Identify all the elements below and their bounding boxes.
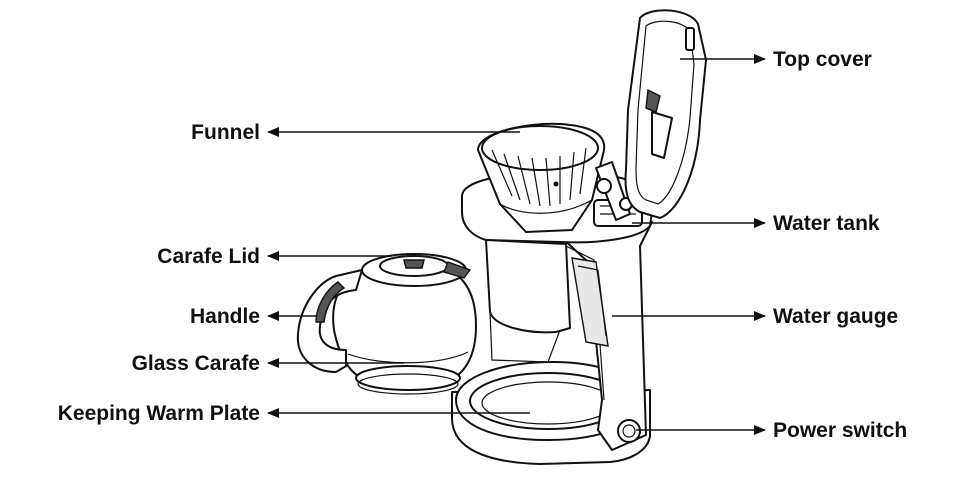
label-handle: Handle — [190, 305, 260, 328]
water-gauge-window — [571, 257, 609, 347]
top-cover — [624, 9, 707, 219]
power-switch — [617, 419, 641, 443]
label-water-gauge: Water gauge — [773, 305, 898, 328]
label-keeping-warm-plate: Keeping Warm Plate — [58, 402, 260, 425]
coffee-maker-illustration — [296, 9, 707, 465]
label-funnel: Funnel — [191, 121, 260, 144]
labels: Top cover Funnel Water tank Carafe Lid H… — [58, 48, 907, 442]
label-glass-carafe: Glass Carafe — [132, 352, 260, 375]
label-water-tank: Water tank — [773, 212, 880, 235]
label-arrows — [267, 54, 766, 435]
label-power-switch: Power switch — [773, 419, 907, 442]
carafe-lid — [361, 253, 472, 287]
carafe-handle — [296, 269, 363, 373]
hinge-arm — [595, 161, 633, 221]
label-top-cover: Top cover — [773, 48, 872, 71]
label-carafe-lid: Carafe Lid — [157, 245, 260, 268]
glass-carafe — [332, 267, 477, 395]
funnel — [477, 122, 606, 233]
